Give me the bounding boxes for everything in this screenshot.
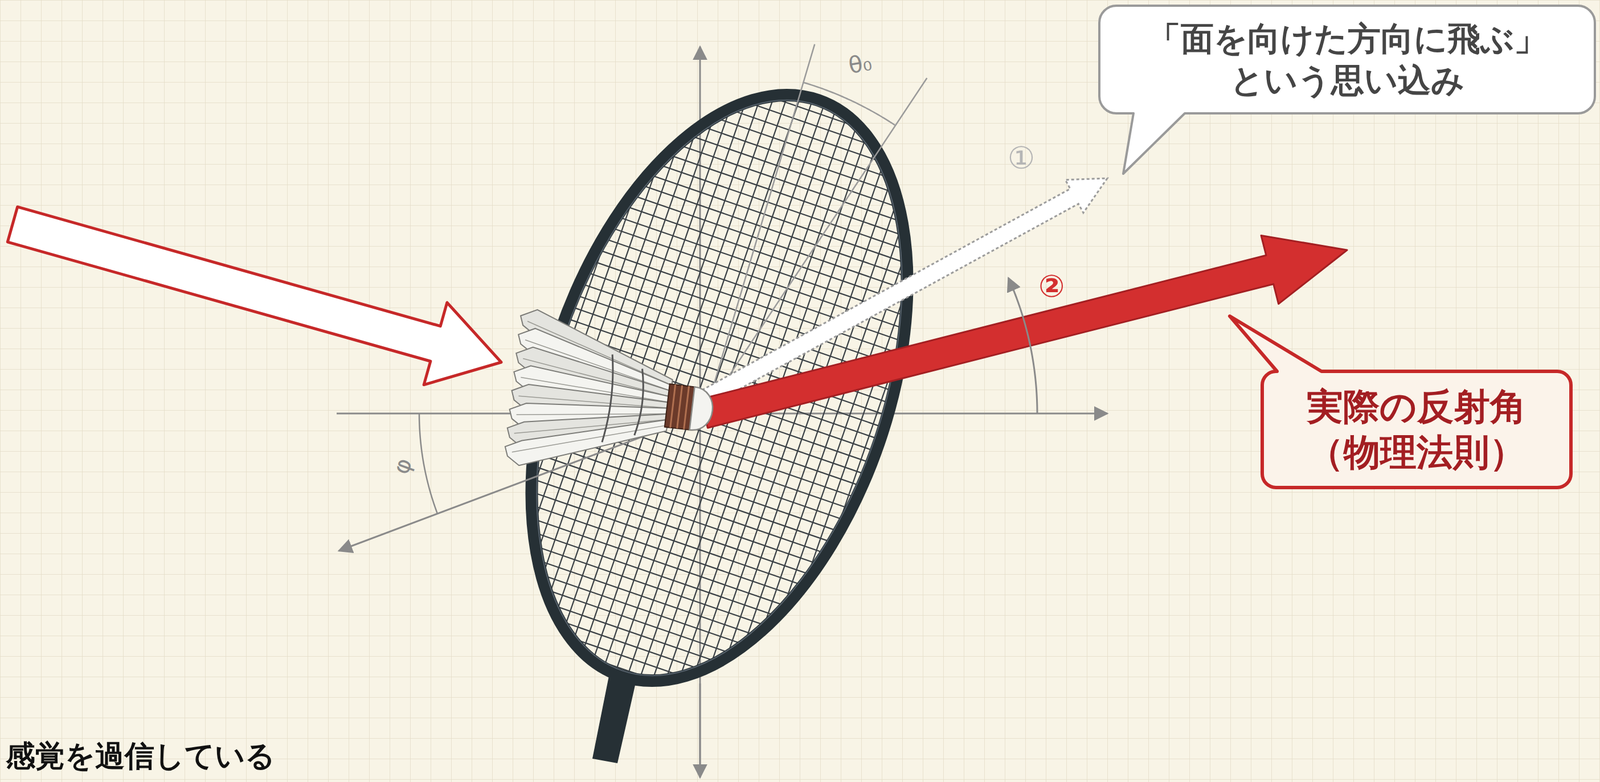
angle-arc bbox=[1008, 277, 1038, 414]
callout-box: 実際の反射角 （物理法則） bbox=[1262, 371, 1571, 488]
note-text: 感覚を過信している bbox=[5, 739, 276, 774]
callout-text: 「面を向けた方向に飛ぶ」 という思い込み bbox=[1122, 18, 1573, 101]
racket-handle bbox=[592, 667, 637, 764]
callout-number: ② bbox=[1038, 268, 1065, 305]
angle-label: φ bbox=[387, 454, 417, 478]
incoming-arrow bbox=[7, 206, 502, 385]
angle-label: θ₀ bbox=[846, 48, 874, 79]
speech-bubble: 「面を向けた方向に飛ぶ」 という思い込み bbox=[1099, 5, 1595, 114]
angle-guides bbox=[338, 44, 927, 551]
callout-text: 実際の反射角 （物理法則） bbox=[1282, 383, 1551, 476]
shuttlecock bbox=[502, 308, 722, 488]
callout-number: ① bbox=[1007, 140, 1035, 177]
